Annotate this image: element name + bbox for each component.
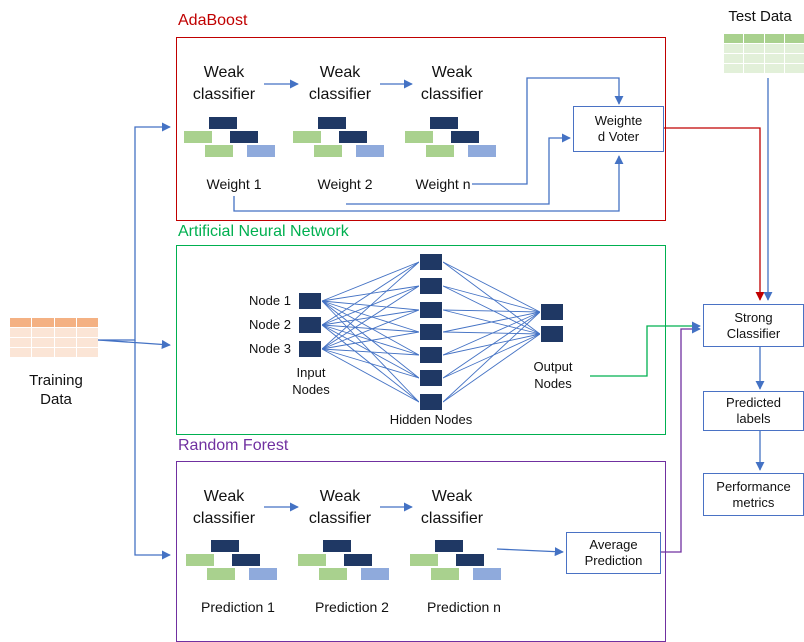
train-to-ann-arrow [97, 339, 171, 349]
output-node-1 [540, 303, 564, 321]
rf-tree-icon-2 [298, 540, 390, 582]
input-node-label-1: Node 1 [249, 293, 291, 308]
weight-2-to-voter [346, 133, 571, 205]
nn-edge-h-6-out-2 [442, 333, 541, 379]
average-to-strong-arrow [661, 324, 701, 553]
hidden-nodes-label: Hidden Nodes [389, 412, 473, 427]
input-node-label-3: Node 3 [249, 341, 291, 356]
nn-edge-h-7-out-1 [442, 311, 541, 403]
rf-prediction-1: Prediction 1 [201, 599, 275, 615]
nn-edge-in-3-h-7 [321, 348, 420, 403]
nn-edge-h-1-out-1 [442, 261, 541, 313]
ann-to-strong-arrow [590, 321, 701, 377]
strong-classifier-box: Strong Classifier [703, 304, 804, 347]
ab-weak-classifier-3: Weak classifier [420, 64, 484, 103]
nn-edge-h-6-out-1 [442, 311, 541, 379]
ab-weight-2: Weight 2 [317, 176, 373, 192]
hidden-node-6 [419, 369, 443, 387]
nn-edge-in-3-h-2 [321, 285, 420, 350]
training-data-table-icon [10, 318, 98, 357]
weight-n-to-voter [472, 77, 624, 185]
ann-section [176, 245, 666, 435]
weighted-voter-box: Weighte d Voter [573, 106, 664, 152]
input-node-label-2: Node 2 [249, 317, 291, 332]
rf-title: Random Forest [178, 437, 289, 454]
performance-metrics-box: Performance metrics [703, 473, 804, 516]
output-nodes-label: Output Nodes [533, 359, 573, 391]
nn-edges [321, 261, 541, 403]
nn-edge-in-2-h-5 [321, 324, 420, 356]
nn-edge-h-2-out-2 [442, 285, 541, 335]
voter-to-strong-arrow [664, 127, 765, 301]
rf-weak-classifier-2: Weak classifier [308, 488, 372, 527]
hidden-node-7 [419, 393, 443, 411]
nn-edge-in-1-h-4 [321, 300, 420, 333]
test-data-table-icon [724, 34, 804, 73]
hidden-node-3 [419, 301, 443, 319]
rf-prediction-n: Prediction n [427, 599, 501, 615]
ab-weight-1: Weight 1 [206, 176, 262, 192]
rf-tree-icon-1 [186, 540, 278, 582]
nn-edge-h-4-out-2 [442, 331, 541, 335]
predicted-labels-box: Predicted labels [703, 391, 804, 431]
hidden-node-4 [419, 323, 443, 341]
hidden-node-1 [419, 253, 443, 271]
rf-prediction-2: Prediction 2 [315, 599, 389, 615]
nn-edge-h-1-out-2 [442, 261, 541, 335]
weight-1-to-voter [233, 155, 624, 212]
nn-edge-h-7-out-2 [442, 333, 541, 403]
nn-edge-in-1-h-6 [321, 300, 420, 379]
rf-weak-classifier-1: Weak classifier [192, 488, 256, 527]
rf-to-average-arrow [496, 547, 564, 557]
nn-edge-in-3-h-6 [321, 348, 420, 379]
nn-edge-h-5-out-1 [442, 311, 541, 356]
input-node-1 [298, 292, 322, 310]
nn-edge-in-3-h-5 [321, 348, 420, 356]
ab-weight-n: Weight n [415, 176, 471, 192]
train-to-adaboost-arrow [98, 122, 171, 341]
ab-weak-classifier-1: Weak classifier [192, 64, 256, 103]
input-node-3 [298, 340, 322, 358]
hidden-node-5 [419, 346, 443, 364]
nn-edge-h-4-out-1 [442, 311, 541, 333]
ab-tree-icon-2 [293, 117, 385, 159]
nn-edge-in-3-h-1 [321, 261, 420, 350]
ab-tree-icon-1 [184, 117, 276, 159]
output-node-2 [540, 325, 564, 343]
ab-tree-icon-3 [405, 117, 497, 159]
train-to-rf-arrow [134, 340, 171, 560]
nn-edge-in-3-h-4 [321, 331, 420, 350]
training-data-label: Training Data [29, 372, 83, 408]
nn-edge-in-3-h-3 [321, 309, 420, 350]
adaboost-title: AdaBoost [178, 12, 248, 29]
input-nodes-label: Input Nodes [292, 365, 330, 397]
test-data-label: Test Data [728, 8, 792, 25]
average-prediction-box: Average Prediction [566, 532, 661, 574]
hidden-node-2 [419, 277, 443, 295]
ann-title: Artificial Neural Network [178, 223, 349, 240]
nn-edge-in-1-h-5 [321, 300, 420, 356]
nn-edge-in-2-h-4 [321, 324, 420, 333]
nn-edge-h-3-out-1 [442, 309, 541, 313]
nn-edge-in-2-h-1 [321, 261, 420, 326]
adaboost-section [176, 37, 666, 221]
nn-edge-in-2-h-6 [321, 324, 420, 379]
rf-weak-classifier-3: Weak classifier [420, 488, 484, 527]
nn-edge-h-2-out-1 [442, 285, 541, 313]
ab-weak-classifier-2: Weak classifier [308, 64, 372, 103]
rf-tree-icon-3 [410, 540, 502, 582]
nn-edge-in-1-h-1 [321, 261, 420, 302]
input-node-2 [298, 316, 322, 334]
